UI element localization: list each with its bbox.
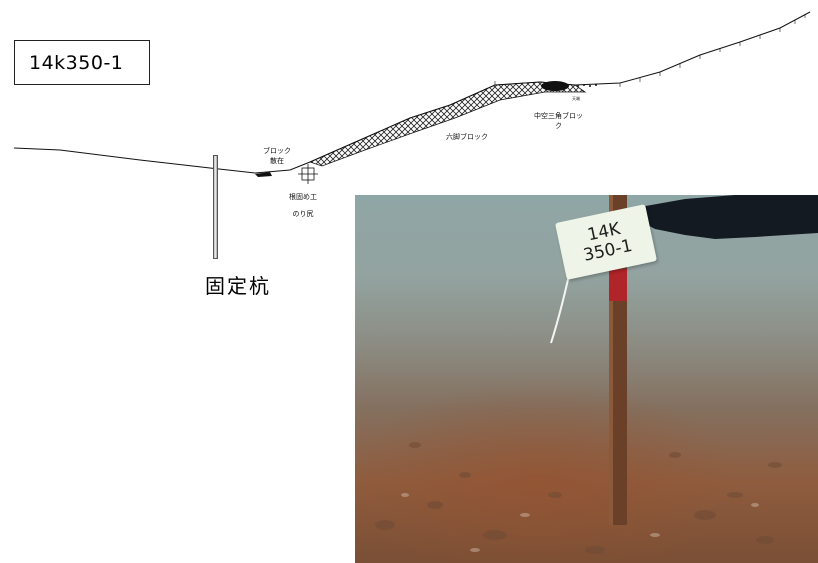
block-scatter-label-line2: 散在	[270, 157, 284, 165]
root-fix-label-line2: のり尻	[292, 210, 314, 218]
hexapod-block-band	[308, 81, 587, 167]
fixed-pile-marker	[213, 155, 218, 259]
ground-profile-line	[13, 11, 811, 174]
root-fix-block	[298, 164, 318, 184]
underwater-photo: 14K 350-1	[355, 195, 818, 563]
riverbed-pebbles	[375, 442, 782, 554]
hollow-block-label-line2: ク	[555, 122, 562, 130]
station-label: 14k350-1	[29, 51, 124, 74]
station-label-box: 14k350-1	[14, 40, 150, 85]
small-bank-label: 天端	[572, 96, 580, 101]
hollow-block-label-line1: 中空三角ブロッ	[534, 112, 583, 120]
root-fix-label: 根固め工 のり尻	[289, 189, 317, 223]
fixed-pile-label: 固定杭	[205, 274, 271, 298]
block-scatter-label-line1: ブロック	[263, 147, 291, 155]
diver-glove	[640, 195, 818, 239]
debris-marks	[577, 84, 597, 87]
hexapod-block-label: 六脚ブロック	[446, 133, 488, 141]
pole-red-band	[609, 269, 627, 301]
hollow-triangle-block-cluster	[541, 81, 569, 91]
block-scatter-label: ブロック 散在	[263, 146, 291, 166]
hollow-block-label: 中空三角ブロッ ク	[534, 111, 583, 131]
light-pebbles	[401, 493, 759, 552]
photo-scene	[375, 195, 818, 554]
upper-bank-ticks	[494, 14, 806, 87]
scattered-block	[255, 172, 272, 177]
root-fix-label-line1: 根固め工	[289, 193, 317, 201]
